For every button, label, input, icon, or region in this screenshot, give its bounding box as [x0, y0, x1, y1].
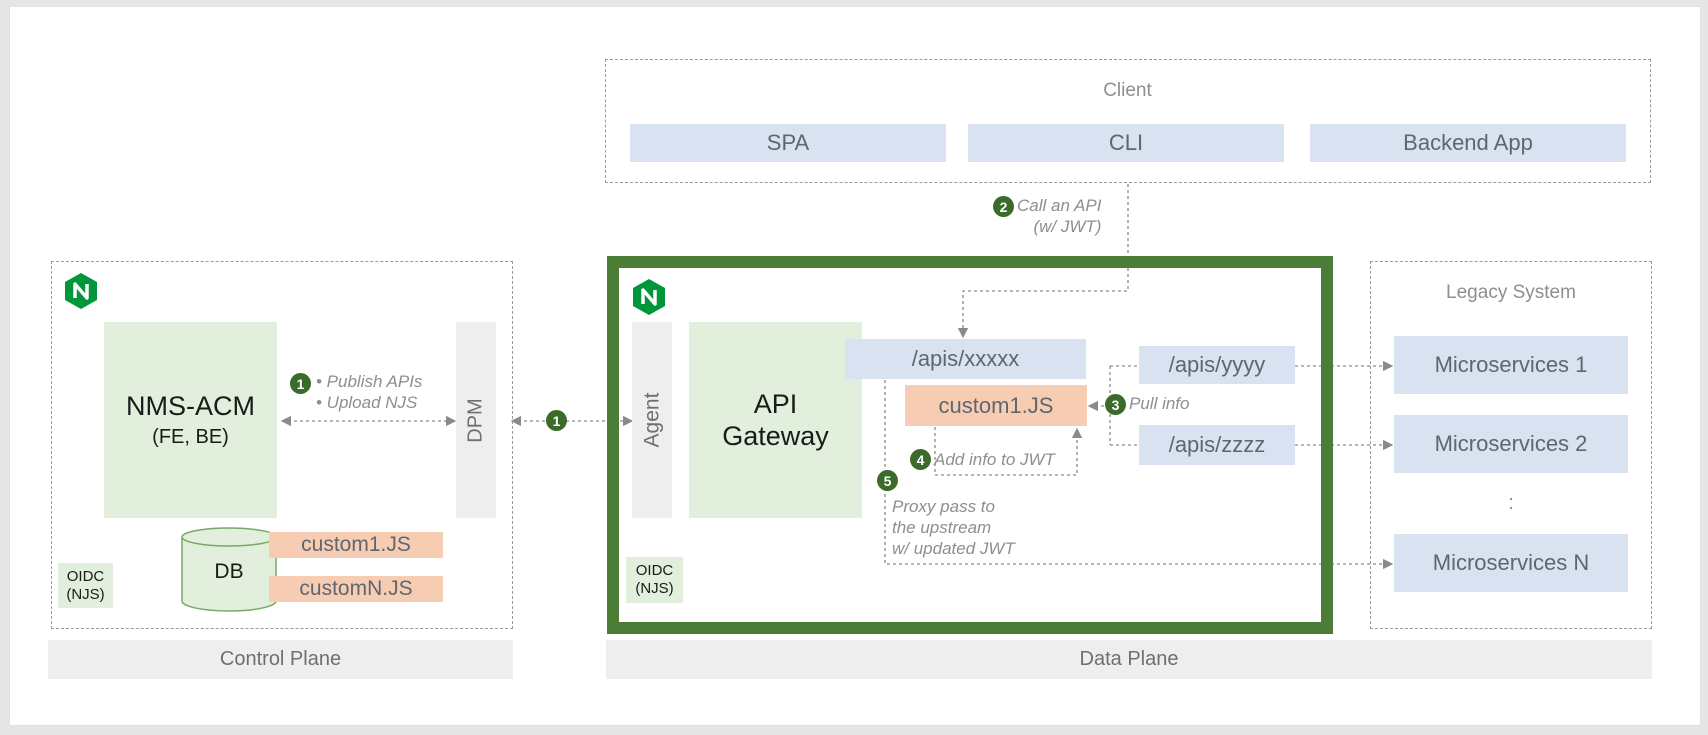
agent-label: Agent [640, 392, 664, 448]
route-apis-xxxxx: /apis/xxxxx [845, 339, 1086, 379]
step-2-note: Call an API (w/ JWT) [1017, 196, 1102, 236]
client-cli: CLI [968, 124, 1284, 162]
client-title: Client [1103, 80, 1152, 101]
control-plane-group [51, 261, 513, 629]
step-3-note: Pull info [1129, 394, 1190, 413]
nms-acm-box: NMS-ACM (FE, BE) [104, 322, 277, 518]
route-apis-yyyy: /apis/yyyy [1139, 346, 1295, 384]
client-spa: SPA [630, 124, 946, 162]
nms-acm-title: NMS-ACM [126, 391, 255, 421]
db-label: DB [214, 560, 244, 583]
nginx-logo-icon [633, 279, 665, 315]
client-group [605, 59, 1651, 183]
step-1-note: • Publish APIs • Upload NJS [316, 372, 423, 412]
step-2-badge: 2 [993, 196, 1014, 217]
nginx-logo-icon [65, 273, 97, 309]
dpm-label: DPM [464, 397, 487, 443]
microservice-2: Microservices 2 [1394, 415, 1628, 473]
dpm-box: DPM [456, 322, 496, 518]
cp-oidc-njs: OIDC (NJS) [58, 563, 113, 608]
nms-acm-subtitle: (FE, BE) [152, 426, 229, 448]
microservice-1: Microservices 1 [1394, 336, 1628, 394]
data-plane-nginx-box [607, 256, 1333, 634]
step-5-badge: 5 [877, 470, 898, 491]
db-cylinder [181, 527, 277, 612]
cp-script-customN: customN.JS [269, 576, 443, 602]
step-1-badge: 1 [290, 373, 311, 394]
control-plane-label: Control Plane [48, 640, 513, 679]
legacy-system-group [1370, 261, 1652, 629]
agent-box: Agent [632, 322, 672, 518]
step-1b-badge: 1 [546, 410, 567, 431]
api-gateway-box: API Gateway [689, 322, 862, 518]
cp-script-custom1: custom1.JS [269, 532, 443, 558]
data-plane-label: Data Plane [606, 640, 1652, 679]
route-apis-zzzz: /apis/zzzz [1139, 425, 1295, 465]
microservice-n: Microservices N [1394, 534, 1628, 592]
dp-oidc-njs: OIDC (NJS) [626, 557, 683, 603]
legacy-title: Legacy System [1446, 282, 1576, 303]
step-3-badge: 3 [1105, 394, 1126, 415]
dp-script-custom1: custom1.JS [905, 385, 1087, 426]
client-backend-app: Backend App [1310, 124, 1626, 162]
step-4-note: Add info to JWT [934, 450, 1055, 469]
step-4-badge: 4 [910, 449, 931, 470]
microservice-ellipsis: : [1508, 491, 1514, 514]
step-5-note: Proxy pass to the upstream w/ updated JW… [892, 497, 1015, 558]
